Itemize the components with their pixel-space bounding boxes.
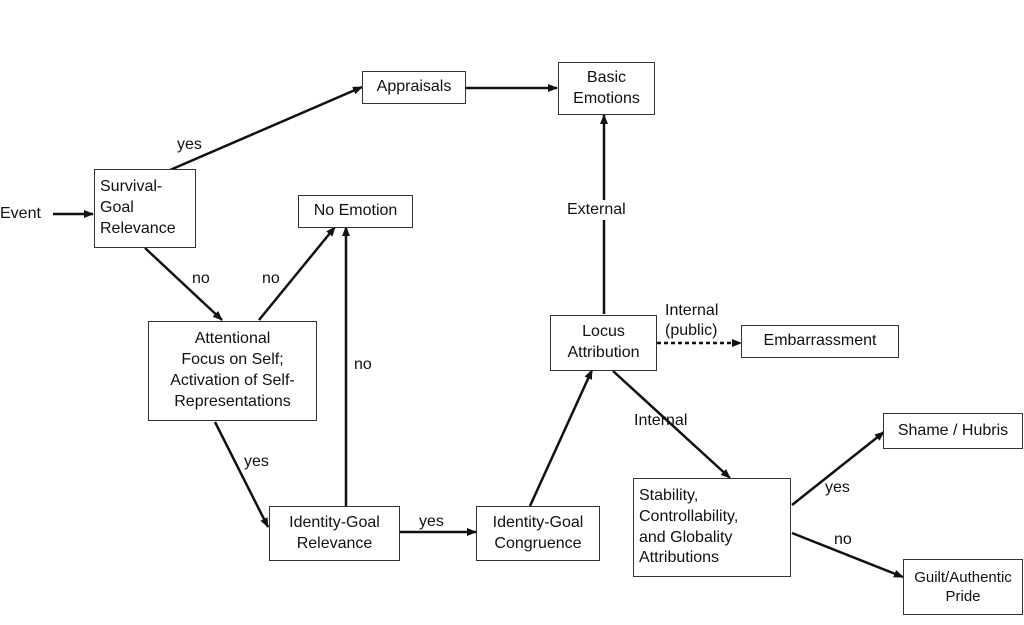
arrow-locus-to-stability (612, 370, 731, 479)
edge-label-no-attentional: no (262, 270, 280, 287)
arrow-stability-to-shame (791, 431, 885, 506)
edge-label-external: External (567, 200, 626, 220)
no-emotion-box: No Emotion (298, 195, 413, 228)
edge-label-yes-survival: yes (177, 136, 202, 153)
shame-hubris-box: Shame / Hubris (883, 413, 1023, 449)
arrow-attentional-to-noemotion (258, 226, 336, 321)
edge-label-no-identity: no (354, 356, 372, 373)
arrow-survival-to-appraisals (169, 85, 363, 172)
arrow-stability-to-guilt (791, 531, 904, 579)
edge-label-internal: Internal (634, 412, 688, 429)
edge-label-no-survival: no (192, 270, 210, 287)
edge-label-no-stability: no (834, 531, 852, 548)
identity-goal-relevance-box: Identity-Goal Relevance (269, 506, 400, 561)
basic-emotions-box: Basic Emotions (558, 62, 655, 115)
arrow-survival-to-attentional (144, 247, 223, 321)
guilt-authentic-pride-box: Guilt/Authentic Pride (903, 559, 1023, 615)
event-label: Event (0, 205, 41, 222)
arrow-attentional-to-identity (213, 421, 270, 528)
edge-label-yes-attentional: yes (244, 453, 269, 470)
embarrassment-box: Embarrassment (741, 325, 899, 358)
survival-goal-relevance-box: Survival- Goal Relevance (94, 169, 196, 248)
identity-goal-congruence-box: Identity-Goal Congruence (476, 506, 600, 561)
appraisals-box: Appraisals (362, 71, 466, 104)
attentional-focus-box: Attentional Focus on Self; Activation of… (148, 321, 317, 421)
arrow-congruence-to-locus (528, 369, 594, 507)
edge-label-internal-public: Internal (public) (665, 302, 719, 339)
stability-attributions-box: Stability, Controllability, and Globalit… (633, 478, 791, 577)
edge-label-yes-stability: yes (825, 479, 850, 496)
locus-attribution-box: Locus Attribution (550, 315, 657, 371)
edge-label-yes-identity: yes (419, 513, 444, 530)
